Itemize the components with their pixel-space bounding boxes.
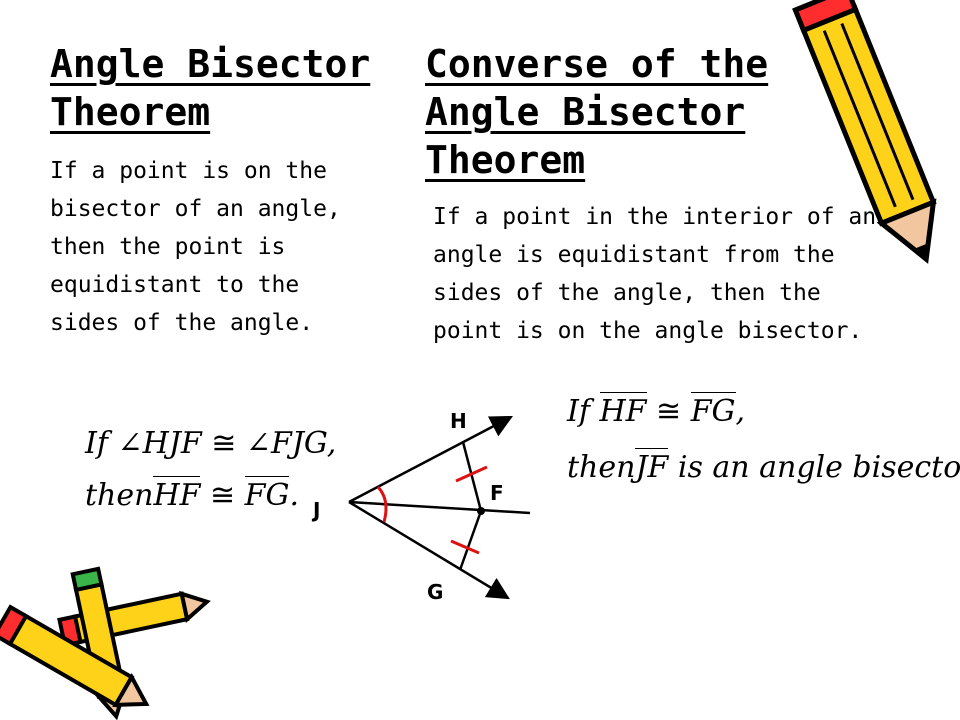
converse-title-line-2: Angle Bisector	[425, 90, 746, 134]
math-if-word: If	[567, 394, 590, 429]
math-angle-fjg: FJG,	[271, 426, 337, 461]
math-segment-fg: FG	[690, 392, 736, 429]
ray-jh	[348, 415, 513, 504]
math-comma: ,	[735, 394, 746, 429]
math-segment-hf: HF	[599, 392, 647, 429]
math-then-word: then	[567, 450, 636, 485]
angle-symbol-icon: ∠	[117, 426, 143, 461]
converse-title-line-3: Theorem	[425, 138, 586, 182]
math-period: .	[289, 478, 299, 513]
ray-jf	[348, 500, 531, 515]
theorem-math-then-line: thenHF ≅ FG.	[85, 476, 299, 513]
math-segment-jf: JF	[635, 448, 669, 485]
converse-title: Converse of the Angle Bisector Theorem	[425, 40, 768, 184]
converse-statement-text: If a point in the interior of an angle i…	[433, 204, 877, 344]
math-segment-hf: HF	[153, 476, 201, 513]
point-f-dot	[477, 507, 485, 515]
perpendicular-gf	[458, 510, 483, 571]
math-angle-hjf: HJF	[142, 426, 202, 461]
angle-symbol-icon: ∠	[245, 426, 272, 461]
label-point-h: H	[450, 409, 467, 433]
math-then-word: then	[85, 478, 154, 513]
math-congruent-symbol: ≅	[656, 394, 682, 429]
tick-mark-gf	[450, 539, 480, 555]
label-point-j: J	[313, 498, 321, 522]
math-congruent-symbol: ≅	[209, 478, 236, 513]
ray-jg	[348, 500, 510, 600]
theorem-statement-text: If a point is on the bisector of an angl…	[50, 158, 341, 336]
converse-math-then-line: thenJF is an angle bisector.	[567, 448, 960, 485]
theorem-math-if-line: If ∠HJF ≅ ∠FJG,	[85, 426, 336, 461]
theorem-title: Angle Bisector Theorem	[50, 40, 370, 136]
converse-title-line-1: Converse of the	[425, 42, 769, 86]
math-conclusion-text: is an angle bisector.	[677, 450, 960, 485]
angle-arc-mark	[376, 485, 388, 523]
tick-mark-hf	[455, 465, 488, 483]
math-congruent-symbol: ≅	[211, 426, 237, 461]
label-point-f: F	[490, 481, 504, 505]
theorem-title-line-2: Theorem	[50, 90, 211, 134]
perpendicular-hf	[461, 441, 483, 512]
math-if-word: If	[85, 426, 108, 461]
converse-math-if-line: If HF ≅ FG,	[567, 392, 746, 429]
label-point-g: G	[427, 580, 444, 604]
math-segment-fg: FG	[244, 476, 290, 513]
theorem-title-line-1: Angle Bisector	[50, 42, 371, 86]
